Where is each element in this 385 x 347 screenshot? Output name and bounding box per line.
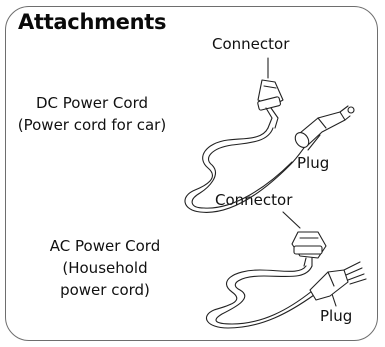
ac-household-plug-icon — [309, 261, 367, 301]
ac-cord-name: AC Power Cord (Household power cord) — [30, 235, 180, 301]
dc-connector-icon — [257, 79, 284, 129]
ac-cord-wire-inner — [215, 265, 313, 325]
ac-connector-leader — [282, 211, 301, 229]
dc-cord-wire — [184, 127, 313, 213]
ac-plug-label: Plug — [320, 307, 353, 325]
ac-cord-name-line3: power cord) — [60, 281, 150, 299]
dc-cord-name-line2: (Power cord for car) — [17, 116, 167, 134]
dc-connector-label: Connector — [212, 35, 290, 53]
ac-cord-name-line2: (Household — [62, 259, 148, 277]
ac-connector-icon — [291, 231, 327, 267]
dc-cord-name: DC Power Cord (Power cord for car) — [8, 92, 176, 136]
ac-power-cord-illustration — [205, 211, 367, 329]
ac-cord-name-line1: AC Power Cord — [49, 237, 161, 255]
ac-cord-wire — [205, 265, 315, 329]
dc-car-plug-icon — [294, 105, 355, 148]
dc-plug-leader — [307, 134, 321, 151]
dc-cord-name-line1: DC Power Cord — [36, 94, 148, 112]
panel-title: Attachments — [18, 10, 167, 34]
dc-cord-wire-inner — [191, 127, 293, 209]
ac-connector-label: Connector — [215, 191, 293, 209]
dc-plug-label: Plug — [297, 154, 330, 172]
dc-power-cord-illustration — [184, 57, 355, 213]
